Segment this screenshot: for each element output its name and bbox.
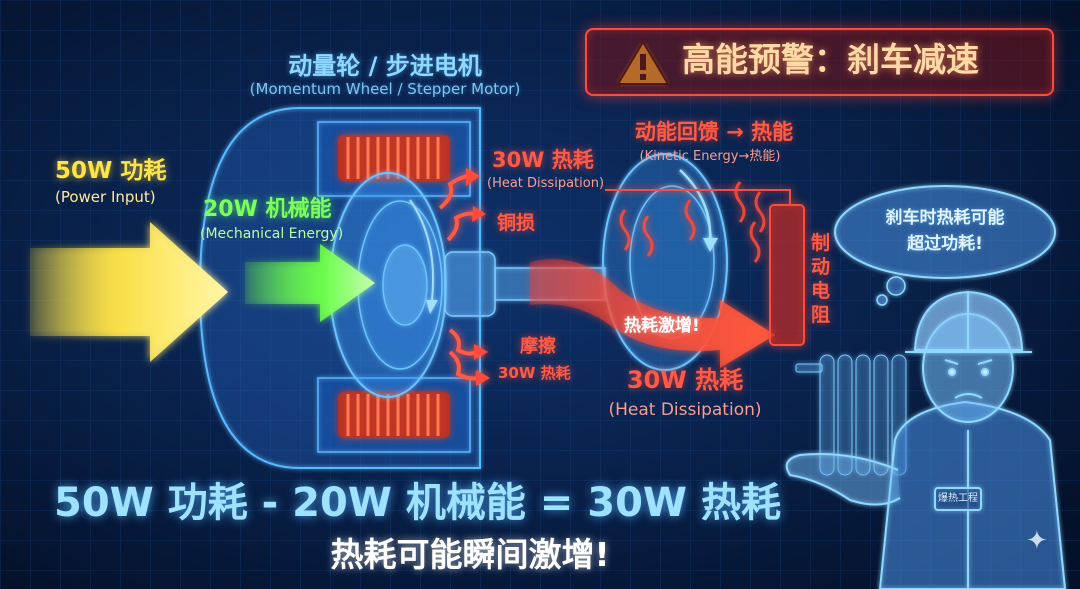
motor-subtitle: (Momentum Wheel / Stepper Motor) <box>249 80 521 98</box>
brake-resistor-char-3: 电 <box>811 280 831 302</box>
heat-bottom-value: 30W 热耗 <box>626 366 744 394</box>
heat-top-label: (Heat Dissipation) <box>487 176 605 191</box>
heat-bottom-label: (Heat Dissipation) <box>608 400 762 420</box>
coil-top <box>338 135 450 181</box>
power-input-value: 50W 功耗 <box>55 158 167 184</box>
sparkle-icon: ✦ <box>1026 526 1048 556</box>
power-arrow <box>30 222 228 362</box>
mechanical-arrow <box>245 244 375 322</box>
warning-text: 高能预警：刹车减速 <box>682 40 979 79</box>
brake-resistor-char-1: 制 <box>811 232 831 254</box>
kinetic-subtitle: (Kinetic Energy→热能) <box>639 149 781 164</box>
coil-bottom <box>338 392 450 438</box>
heat-flow-arrow <box>530 259 775 368</box>
mechanical-label: (Mechanical Energy) <box>200 226 344 242</box>
motor-title: 动量轮 / 步进电机 <box>288 52 482 80</box>
thought-bubble-line-2: 超过功耗! <box>907 234 983 254</box>
heat-top-value: 30W 热耗 <box>492 148 594 172</box>
warning-banner <box>585 28 1054 96</box>
brake-resistor-char-4: 阻 <box>811 304 831 326</box>
kinetic-title: 动能回馈 → 热能 <box>634 120 794 144</box>
mechanical-value: 20W 机械能 <box>203 197 332 222</box>
thought-bubble <box>834 185 1056 306</box>
brake-resistor-bar <box>605 189 805 346</box>
engineer <box>785 290 1067 589</box>
power-input-label: (Power Input) <box>55 188 156 206</box>
conclusion-text: 热耗可能瞬间激增! <box>330 535 610 574</box>
equation-text: 50W 功耗 - 20W 机械能 = 30W 热耗 <box>54 480 781 526</box>
thought-bubble-line-1: 刹车时热耗可能 <box>885 208 1005 228</box>
worker-badge: 爆热工程 <box>938 493 978 504</box>
heat-waves <box>619 181 766 263</box>
rotor <box>329 172 447 398</box>
friction-value: 30W 热耗 <box>498 364 571 382</box>
copper-loss-label: 铜损 <box>497 212 536 234</box>
friction-label: 摩擦 <box>520 336 556 357</box>
heat-surge-label: 热耗激增! <box>624 316 700 336</box>
heat-arrows-motor <box>438 168 490 386</box>
brake-resistor-char-2: 动 <box>811 256 831 278</box>
